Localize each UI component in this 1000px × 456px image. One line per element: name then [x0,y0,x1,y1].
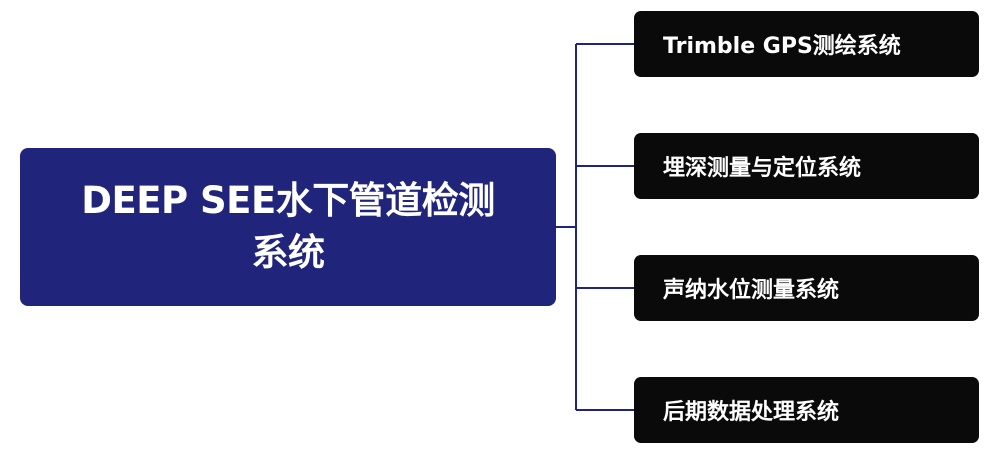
root-label-line-2: 系统 [251,231,326,274]
root-node: DEEP SEE水下管道检测 系统 [20,148,556,306]
child-label-2: 埋深测量与定位系统 [663,156,862,181]
child-label-4: 后期数据处理系统 [663,400,840,425]
child-label-1: Trimble GPS测绘系统 [663,34,901,59]
child-node-1: Trimble GPS测绘系统 [634,11,979,77]
child-node-3: 声纳水位测量系统 [634,255,979,321]
child-node-4: 后期数据处理系统 [634,377,979,443]
child-node-2: 埋深测量与定位系统 [634,133,979,199]
root-label: DEEP SEE水下管道检测 系统 [81,175,495,279]
root-label-line-1: DEEP SEE水下管道检测 [81,179,495,222]
child-label-3: 声纳水位测量系统 [663,278,840,303]
